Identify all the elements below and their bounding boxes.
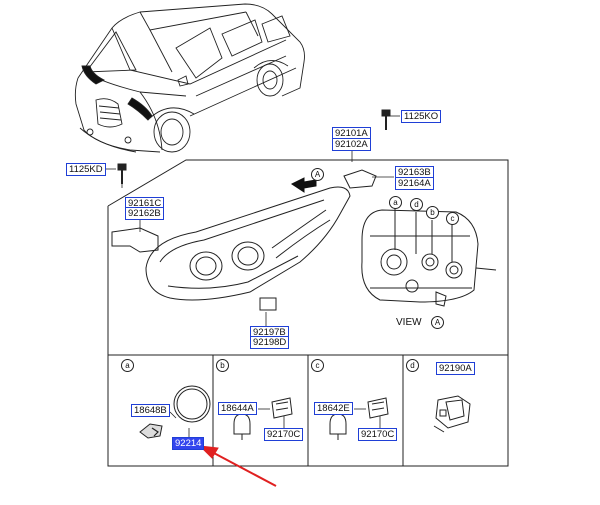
clip-92197B xyxy=(259,297,277,311)
callout-d-rear: d xyxy=(410,198,423,211)
car-illustration xyxy=(74,3,305,153)
leader-lines xyxy=(106,115,400,437)
view-letter: A xyxy=(431,316,444,329)
bulb-cover-92214 xyxy=(139,385,211,439)
view-arrow xyxy=(291,177,317,193)
bolt-1125KO xyxy=(381,109,391,130)
part-label-92162B[interactable]: 92162B xyxy=(125,207,164,220)
module-92190A xyxy=(433,395,471,433)
part-label-92102A[interactable]: 92102A xyxy=(332,138,371,151)
headlamp-assembly xyxy=(145,186,351,311)
callout-b-rear: b xyxy=(426,206,439,219)
callout-arrow-a: A xyxy=(311,168,324,181)
view-label: VIEW xyxy=(396,317,422,328)
part-label-92170C-c[interactable]: 92170C xyxy=(358,428,398,441)
pointer-arrow xyxy=(198,445,277,487)
headlamp-rear-view xyxy=(361,208,497,307)
part-label-92190A[interactable]: 92190A xyxy=(436,362,475,375)
callout-c-rear: c xyxy=(446,212,459,225)
part-label-18648B[interactable]: 18648B xyxy=(131,404,170,417)
callout-box-b: b xyxy=(216,359,229,372)
part-label-18642E[interactable]: 18642E xyxy=(314,402,353,415)
bracket-92163B xyxy=(343,169,377,189)
part-label-1125KO[interactable]: 1125KO xyxy=(401,110,442,123)
callout-box-c: c xyxy=(311,359,324,372)
part-label-92170C-b[interactable]: 92170C xyxy=(264,428,304,441)
callout-box-d: d xyxy=(406,359,419,372)
callout-a-rear: a xyxy=(389,196,402,209)
part-label-1125KD[interactable]: 1125KD xyxy=(66,163,106,176)
bolt-1125KD xyxy=(117,163,127,184)
part-label-92164A[interactable]: 92164A xyxy=(395,177,434,190)
bracket-92161C xyxy=(111,227,159,253)
part-label-92198D[interactable]: 92198D xyxy=(250,336,290,349)
assembly-frame xyxy=(107,159,509,467)
callout-box-a: a xyxy=(121,359,134,372)
part-label-92214[interactable]: 92214 xyxy=(172,437,205,450)
part-label-18644A[interactable]: 18644A xyxy=(218,402,257,415)
